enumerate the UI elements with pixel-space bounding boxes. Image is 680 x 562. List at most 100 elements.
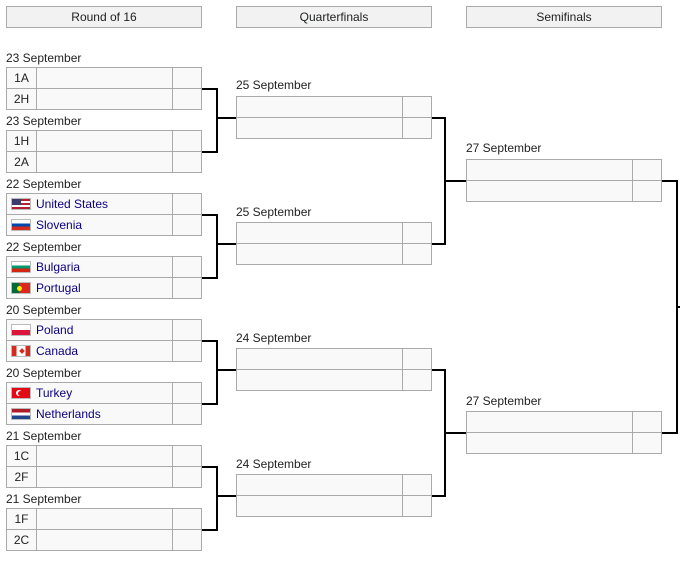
us-flag-icon — [11, 198, 31, 210]
r16-team-cell: 1F — [6, 508, 37, 530]
qf-score-cell — [402, 96, 432, 118]
bracket-connector — [444, 180, 466, 182]
sf-score-cell — [632, 159, 662, 181]
r16-team-cell: 2A — [6, 151, 37, 173]
r16-score-cell — [172, 403, 202, 425]
bracket-connector — [662, 432, 678, 434]
r16-match-date: 20 September — [6, 366, 82, 380]
r16-team-name-cell — [36, 88, 173, 110]
r16-match-date: 21 September — [6, 429, 82, 443]
r16-match-date: 22 September — [6, 240, 82, 254]
qf-score-cell — [402, 495, 432, 517]
qf-team-cell — [236, 348, 403, 370]
r16-team-cell[interactable]: Bulgaria — [6, 256, 173, 278]
r16-score-cell — [172, 88, 202, 110]
r16-score-cell — [172, 508, 202, 530]
r16-team-cell[interactable]: Slovenia — [6, 214, 173, 236]
bracket-connector — [444, 432, 466, 434]
bracket-connector — [202, 88, 218, 90]
r16-score-cell — [172, 256, 202, 278]
team-name-link[interactable]: Portugal — [36, 281, 81, 295]
bracket-connector — [202, 214, 218, 216]
sf-match-date: 27 September — [466, 141, 542, 155]
bracket-connector — [216, 495, 236, 497]
qf-match-date: 25 September — [236, 78, 312, 92]
r16-team-cell[interactable]: Poland — [6, 319, 173, 341]
bracket-connector — [202, 151, 218, 153]
r16-team-name-cell — [36, 508, 173, 530]
sf-team-cell — [466, 180, 633, 202]
bracket-connector — [202, 403, 218, 405]
sf-score-cell — [632, 180, 662, 202]
team-name-link[interactable]: Poland — [36, 323, 74, 337]
r16-score-cell — [172, 277, 202, 299]
r16-score-cell — [172, 214, 202, 236]
qf-team-cell — [236, 117, 403, 139]
bracket-connector — [432, 495, 446, 497]
r16-team-cell[interactable]: United States — [6, 193, 173, 215]
r16-score-cell — [172, 466, 202, 488]
r16-team-cell[interactable]: Canada — [6, 340, 173, 362]
team-name-link[interactable]: Bulgaria — [36, 260, 81, 274]
team-name-link[interactable]: Turkey — [36, 386, 73, 400]
team-seed-label: 1A — [14, 71, 29, 85]
r16-team-cell: 1C — [6, 445, 37, 467]
netherlands-flag-icon — [11, 408, 31, 420]
qf-team-cell — [236, 222, 403, 244]
team-name-link[interactable]: Canada — [36, 344, 79, 358]
team-seed-label: 1C — [13, 449, 30, 463]
qf-team-cell — [236, 243, 403, 265]
r16-match-date: 23 September — [6, 114, 82, 128]
qf-team-cell — [236, 474, 403, 496]
r16-score-cell — [172, 340, 202, 362]
r16-team-name-cell — [36, 466, 173, 488]
sf-score-cell — [632, 411, 662, 433]
r16-team-cell: 2C — [6, 529, 37, 551]
r16-team-cell[interactable]: Portugal — [6, 277, 173, 299]
bracket-connector — [432, 117, 446, 119]
qf-score-cell — [402, 348, 432, 370]
team-name-link[interactable]: United States — [36, 197, 109, 211]
qf-match-date: 25 September — [236, 205, 312, 219]
r16-team-name-cell — [36, 67, 173, 89]
qf-team-cell — [236, 96, 403, 118]
bracket-connector — [432, 243, 446, 245]
qf-match-date: 24 September — [236, 457, 312, 471]
qf-score-cell — [402, 474, 432, 496]
r16-team-cell: 2H — [6, 88, 37, 110]
sf-score-cell — [632, 432, 662, 454]
bracket-connector — [662, 180, 678, 182]
portugal-flag-icon — [11, 282, 31, 294]
r16-match-date: 20 September — [6, 303, 82, 317]
bracket-connector — [202, 277, 218, 279]
bulgaria-flag-icon — [11, 261, 31, 273]
r16-team-cell: 1A — [6, 67, 37, 89]
r16-score-cell — [172, 319, 202, 341]
sf-team-cell — [466, 432, 633, 454]
team-name-link[interactable]: Netherlands — [36, 407, 101, 421]
r16-team-cell[interactable]: Turkey — [6, 382, 173, 404]
r16-team-cell: 1H — [6, 130, 37, 152]
sf-team-cell — [466, 411, 633, 433]
r16-score-cell — [172, 529, 202, 551]
bracket-connector — [216, 117, 236, 119]
bracket-connector — [432, 369, 446, 371]
qf-match-date: 24 September — [236, 331, 312, 345]
bracket-connector — [216, 243, 236, 245]
qf-team-cell — [236, 495, 403, 517]
r16-score-cell — [172, 193, 202, 215]
r16-team-cell: 2F — [6, 466, 37, 488]
r16-match-date: 22 September — [6, 177, 82, 191]
slovenia-flag-icon — [11, 219, 31, 231]
r16-match-date: 21 September — [6, 492, 82, 506]
r16-team-name-cell — [36, 151, 173, 173]
bracket-connector — [676, 306, 680, 308]
team-seed-label: 2F — [14, 470, 29, 484]
turkey-flag-icon — [11, 387, 31, 399]
team-seed-label: 1F — [14, 512, 29, 526]
team-name-link[interactable]: Slovenia — [36, 218, 83, 232]
r16-team-cell[interactable]: Netherlands — [6, 403, 173, 425]
bracket-connector — [202, 466, 218, 468]
r16-team-name-cell — [36, 529, 173, 551]
bracket-connector — [216, 214, 218, 279]
